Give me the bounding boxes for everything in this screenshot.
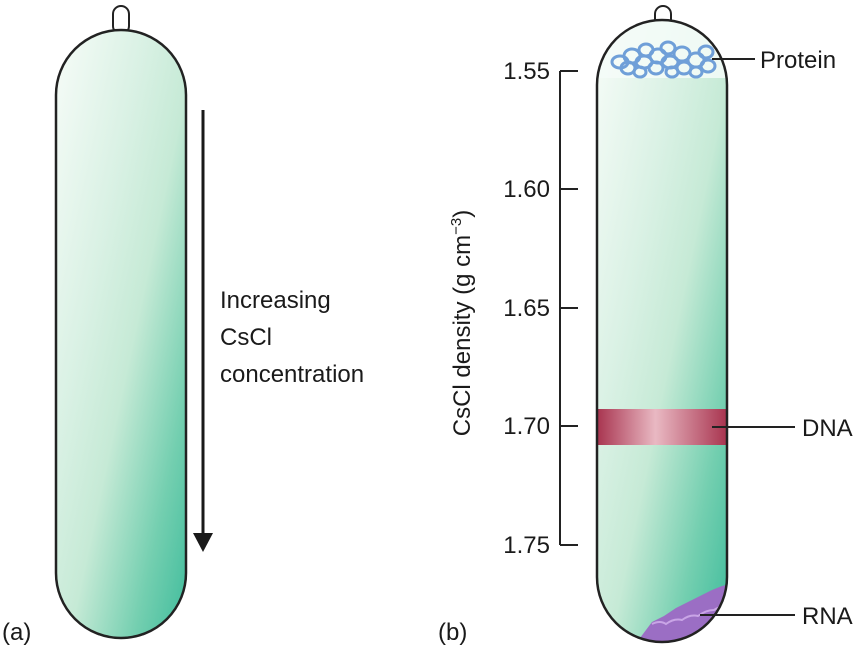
tube-b-body [597, 20, 727, 642]
arrow-caption: Increasing CsCl concentration [220, 287, 364, 388]
tick-label: 1.60 [503, 176, 550, 203]
rna-label: RNA [802, 603, 853, 630]
tick-label: 1.70 [503, 413, 550, 440]
protein-label: Protein [760, 47, 836, 74]
arrow-head-icon [193, 533, 213, 552]
panel-a-label: (a) [2, 619, 31, 646]
tick-label: 1.55 [503, 58, 550, 85]
protein-coils [610, 40, 717, 79]
tick-label: 1.75 [503, 532, 550, 559]
tube-a [54, 5, 188, 640]
band-labels: Protein DNA RNA [760, 47, 853, 630]
tube-a-body [54, 28, 188, 640]
density-scale [559, 70, 578, 546]
panel-b-label: (b) [438, 619, 467, 646]
tube-b [595, 5, 729, 644]
dna-label: DNA [802, 415, 853, 442]
concentration-arrow [193, 110, 213, 552]
axis-label: CsCl density (g cm−3) [448, 210, 476, 436]
dna-band [597, 409, 727, 445]
tick-label: 1.65 [503, 295, 550, 322]
leader-lines [700, 58, 795, 616]
tick-labels: 1.55 1.60 1.65 1.70 1.75 [503, 58, 550, 559]
